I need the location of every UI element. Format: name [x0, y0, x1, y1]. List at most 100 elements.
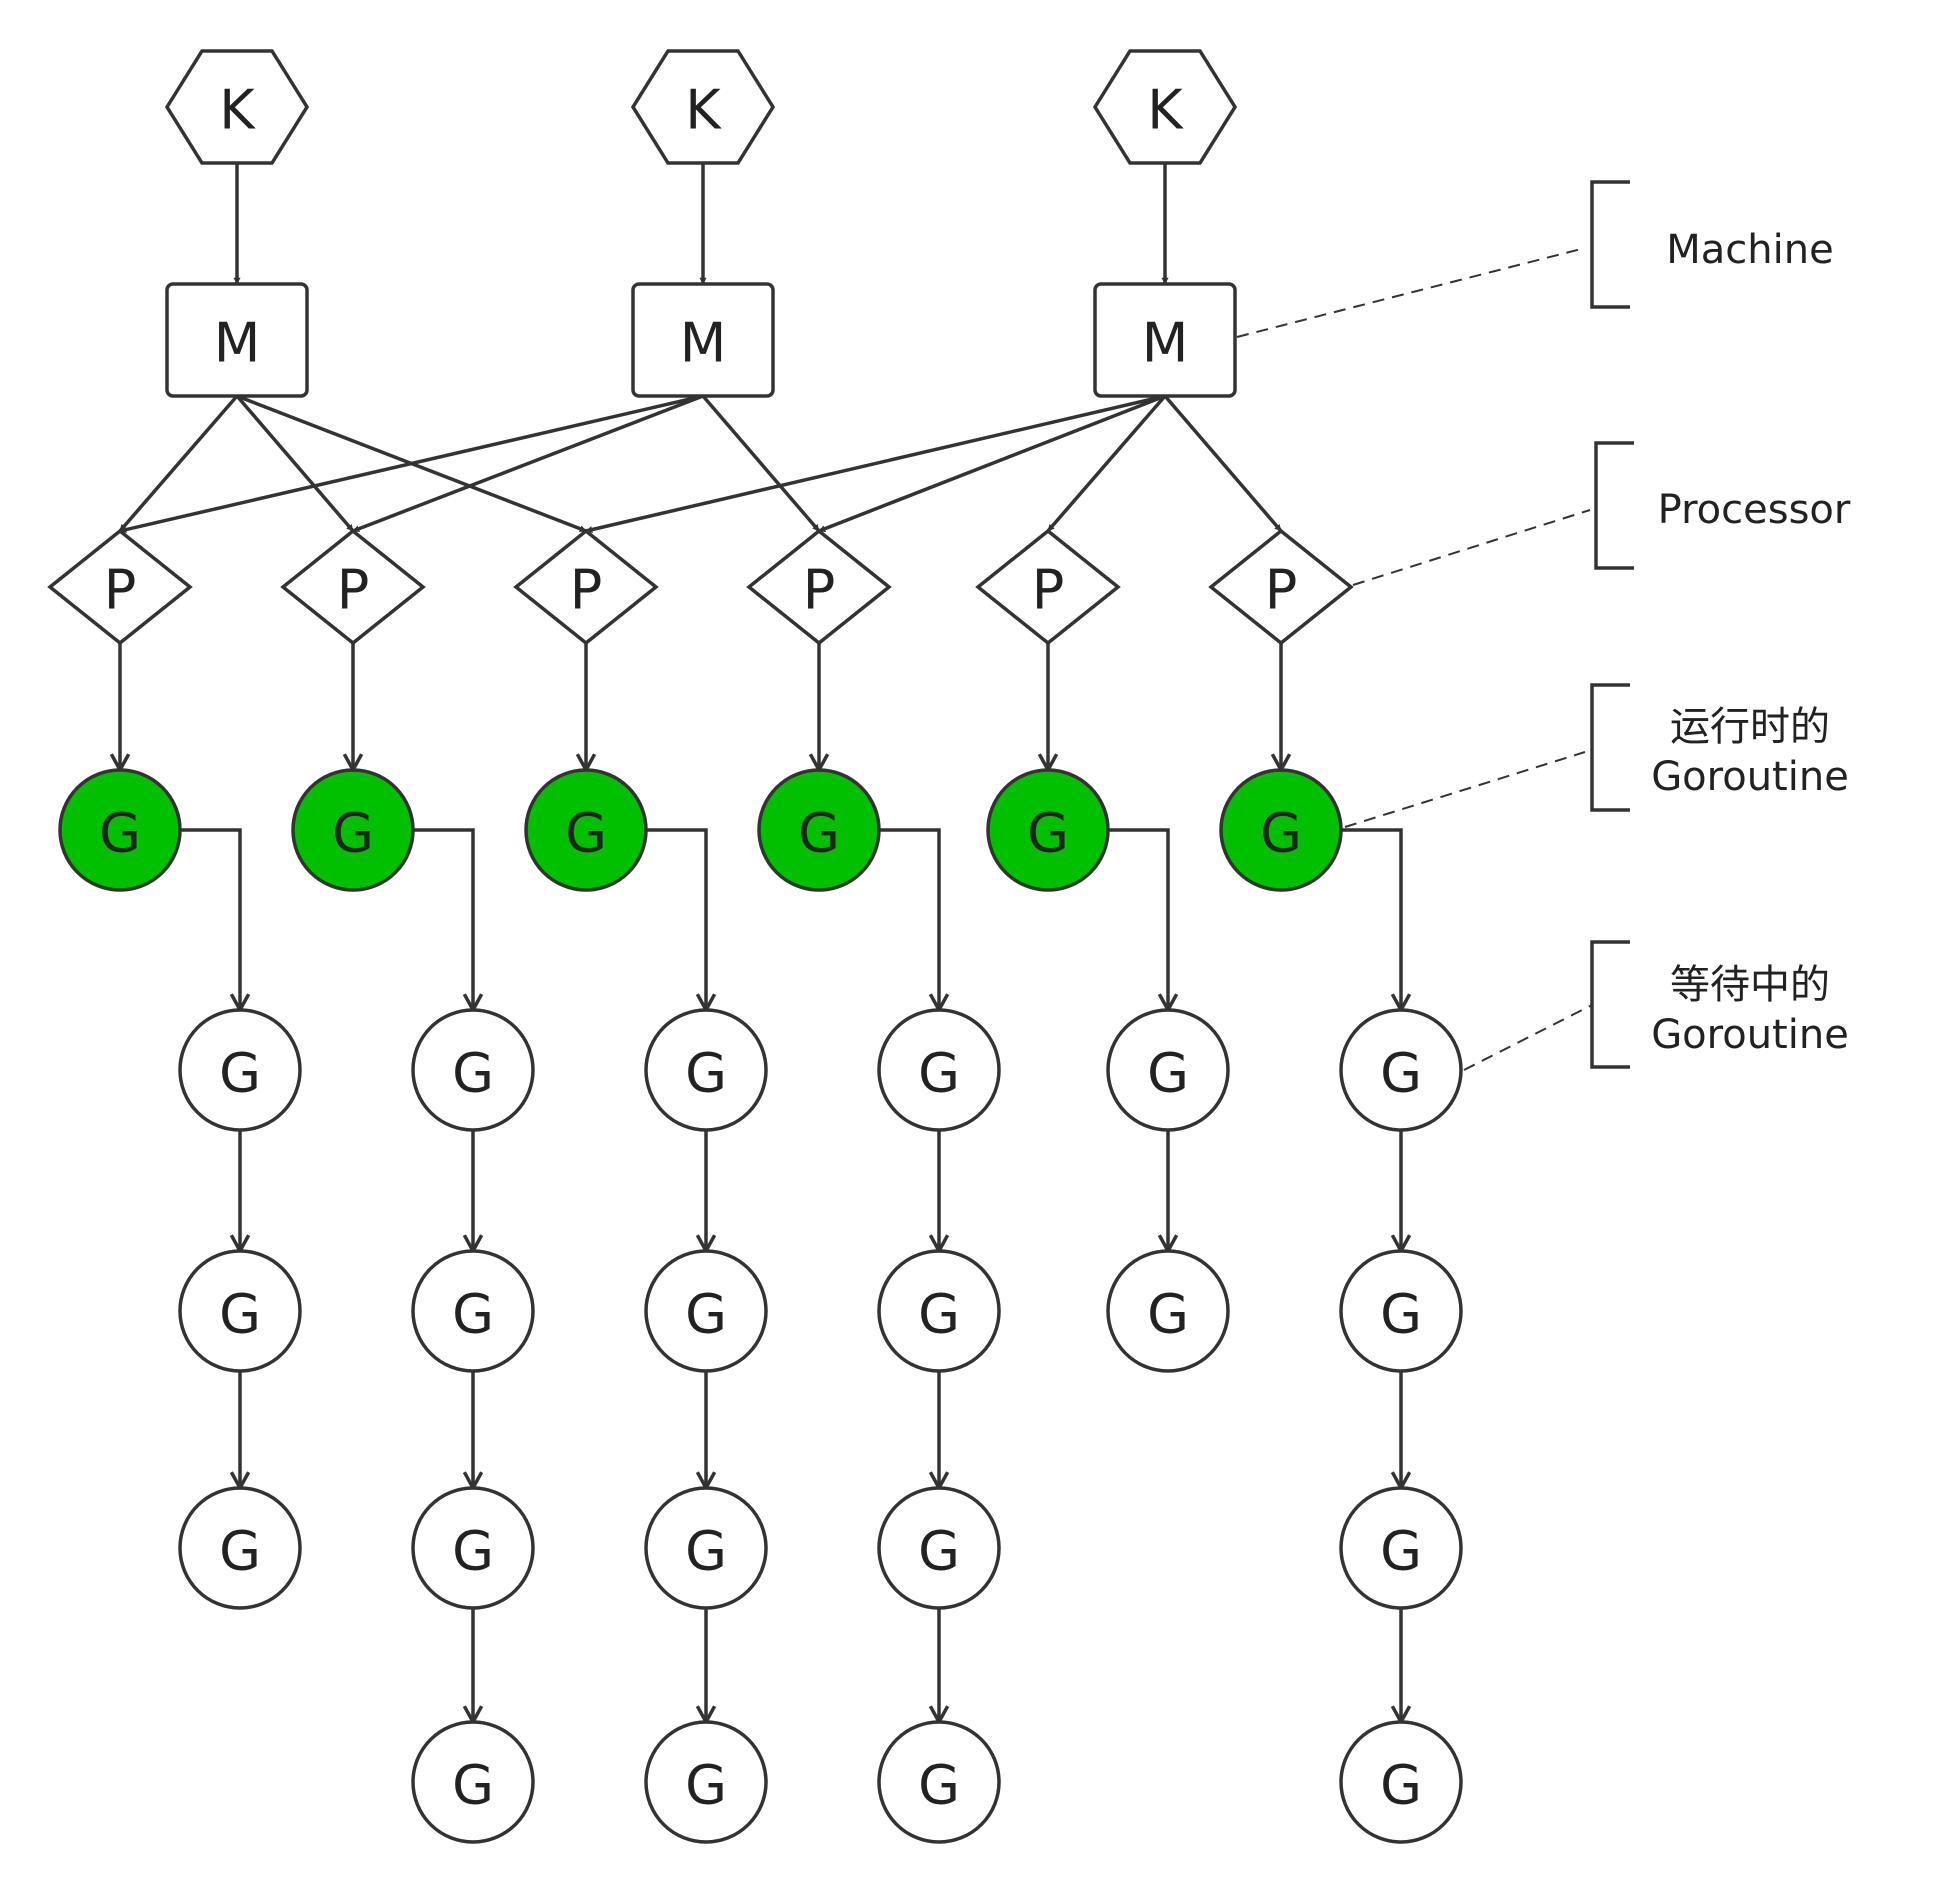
waiting-goroutine-label: G [1147, 1283, 1189, 1346]
machine-node [165, 282, 309, 398]
legend-waiting-label-line2: Goroutine [1651, 1012, 1849, 1058]
waiting-goroutine-label: G [1380, 1520, 1422, 1583]
waiting-goroutine-node [1339, 1720, 1463, 1844]
processor-node [47, 528, 193, 646]
running-goroutine-node [58, 768, 182, 892]
waiting-goroutine-node [877, 1008, 1001, 1132]
waiting-goroutine-node [178, 1486, 302, 1610]
kernel-thread-label: K [1147, 79, 1184, 142]
waiting-goroutine-label: G [219, 1283, 261, 1346]
legend-waiting-goroutine: 等待中的 Goroutine [1590, 940, 1849, 1069]
running-goroutine-label: G [99, 802, 141, 865]
machine-to-processor-edge [585, 394, 1166, 533]
waiting-goroutine-label: G [918, 1283, 960, 1346]
waiting-goroutine-node [644, 1008, 768, 1132]
running-goroutine-label: G [1027, 802, 1069, 865]
running-goroutine-label: G [332, 802, 374, 865]
kernel-thread-node [630, 49, 776, 165]
legend-processor-pointer [1352, 509, 1591, 586]
machine-label: M [1142, 312, 1189, 375]
machine-label: M [680, 312, 727, 375]
legend-running-bracket [1590, 683, 1630, 812]
edges-layer [109, 163, 1412, 1726]
running-to-waiting-edge [180, 828, 242, 1010]
running-goroutine-label: G [1260, 802, 1302, 865]
running-goroutine-node [1219, 768, 1343, 892]
running-to-waiting-edge [1108, 828, 1170, 1010]
machine-node [631, 282, 775, 398]
legend-running-goroutine: 运行时的 Goroutine [1590, 683, 1849, 812]
legend-machine-label: Machine [1666, 227, 1833, 273]
kernel-thread-label: K [219, 79, 256, 142]
legend-waiting-pointer [1463, 1004, 1593, 1071]
running-goroutine-node [291, 768, 415, 892]
waiting-goroutine-node [644, 1720, 768, 1844]
waiting-goroutine-node [178, 1008, 302, 1132]
processor-label: P [1265, 559, 1298, 622]
processor-label: P [337, 559, 370, 622]
legend-machine-bracket [1590, 180, 1630, 309]
legend-layer: Machine Processor 运行时的 Goroutine 等待中的 Go… [1236, 180, 1851, 1071]
waiting-goroutine-node [411, 1249, 535, 1373]
legend-processor-bracket [1594, 441, 1634, 570]
running-goroutine-label: G [565, 802, 607, 865]
waiting-goroutine-node [1339, 1249, 1463, 1373]
machine-to-processor-edge [1163, 394, 1283, 533]
waiting-goroutine-label: G [685, 1754, 727, 1817]
waiting-goroutine-label: G [452, 1754, 494, 1817]
legend-waiting-bracket [1590, 940, 1630, 1069]
processor-node [280, 528, 426, 646]
running-to-waiting-edge [1341, 828, 1403, 1010]
kernel-thread-node [164, 49, 310, 165]
processor-node [1208, 528, 1354, 646]
processor-node [513, 528, 659, 646]
waiting-goroutine-label: G [685, 1042, 727, 1105]
waiting-goroutine-node [411, 1486, 535, 1610]
waiting-goroutine-label: G [918, 1520, 960, 1583]
waiting-goroutine-node [1339, 1486, 1463, 1610]
waiting-goroutine-label: G [452, 1520, 494, 1583]
machine-to-processor-edge [352, 394, 704, 533]
processor-node [746, 528, 892, 646]
machine-to-processor-edge [818, 394, 1166, 533]
processor-label: P [803, 559, 836, 622]
waiting-goroutine-node [1339, 1008, 1463, 1132]
waiting-goroutine-node [877, 1720, 1001, 1844]
machine-to-processor-edge [119, 394, 704, 533]
waiting-goroutine-label: G [452, 1283, 494, 1346]
legend-machine-pointer [1236, 247, 1586, 338]
running-goroutine-node [524, 768, 648, 892]
running-to-waiting-edge [879, 828, 941, 1010]
waiting-goroutine-node [1106, 1249, 1230, 1373]
machine-node [1093, 282, 1237, 398]
waiting-goroutine-node [1106, 1008, 1230, 1132]
machine-label: M [214, 312, 261, 375]
waiting-goroutine-label: G [685, 1283, 727, 1346]
running-to-waiting-edge [413, 828, 475, 1010]
legend-running-label-line2: Goroutine [1651, 754, 1849, 800]
machine-to-processor-edge [701, 394, 821, 533]
legend-machine: Machine [1590, 180, 1834, 309]
processor-node [975, 528, 1121, 646]
waiting-goroutine-label: G [1380, 1754, 1422, 1817]
processor-label: P [1032, 559, 1065, 622]
legend-waiting-label-line1: 等待中的 [1670, 962, 1830, 1008]
waiting-goroutine-label: G [452, 1042, 494, 1105]
waiting-goroutine-node [411, 1720, 535, 1844]
machine-to-processor-edge [118, 394, 239, 533]
kernel-thread-label: K [685, 79, 722, 142]
machine-to-processor-edge [235, 394, 355, 533]
waiting-goroutine-label: G [1380, 1283, 1422, 1346]
legend-processor-label: Processor [1658, 487, 1851, 533]
waiting-goroutine-node [644, 1249, 768, 1373]
waiting-goroutine-label: G [918, 1042, 960, 1105]
processor-label: P [104, 559, 137, 622]
machine-to-processor-edge [1046, 394, 1167, 533]
waiting-goroutine-node [877, 1249, 1001, 1373]
processor-label: P [570, 559, 603, 622]
waiting-goroutine-label: G [918, 1754, 960, 1817]
waiting-goroutine-label: G [219, 1042, 261, 1105]
waiting-goroutine-label: G [219, 1520, 261, 1583]
